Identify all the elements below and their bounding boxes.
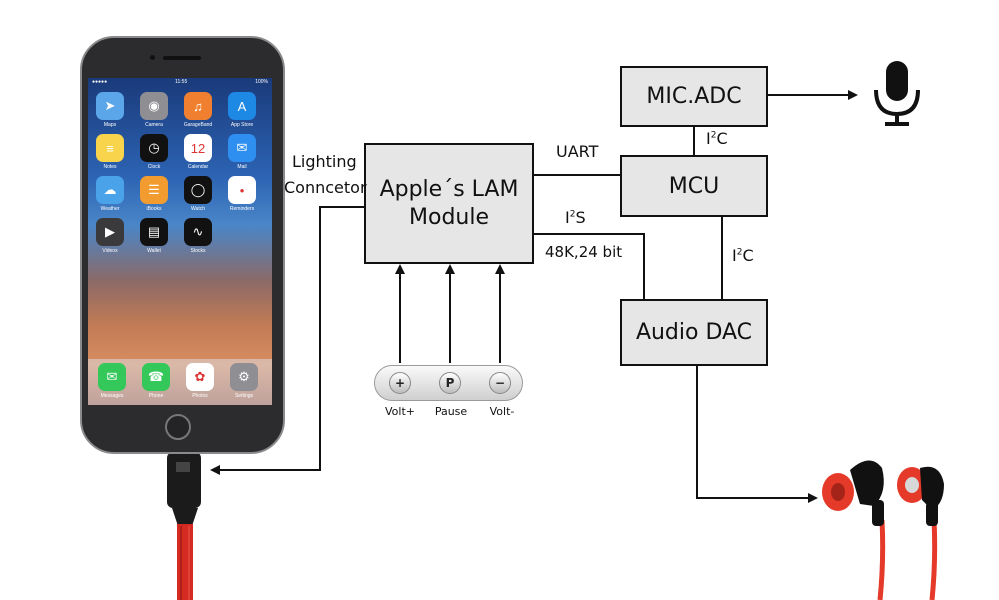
- volt-up-button[interactable]: +: [389, 372, 411, 394]
- app-store-icon: A: [228, 92, 256, 120]
- app-label: Wallet: [147, 248, 161, 254]
- app-label: Camera: [145, 122, 163, 128]
- app-settings[interactable]: ⚙ Settings: [228, 363, 260, 399]
- photos-icon: ✿: [186, 363, 214, 391]
- app-ibooks[interactable]: ☰ iBooks: [138, 176, 170, 212]
- app-maps[interactable]: ➤ Maps: [94, 92, 126, 128]
- app-label: iBooks: [146, 206, 162, 212]
- microphone-icon: [874, 89, 920, 126]
- mic-adc-label: MIC.ADC: [646, 84, 742, 109]
- app-garageband[interactable]: ♫ GarageBand: [182, 92, 214, 128]
- app-label: Watch: [191, 206, 205, 212]
- maps-icon: ➤: [96, 92, 124, 120]
- phone-icon: ☎: [142, 363, 170, 391]
- app-stocks[interactable]: ∿ Stocks: [182, 218, 214, 254]
- app-label: Weather: [100, 206, 120, 212]
- app-label: Maps: [103, 122, 117, 128]
- app-app-store[interactable]: A App Store: [226, 92, 258, 128]
- status-time: 11:55: [175, 79, 188, 85]
- app-weather[interactable]: ☁ Weather: [94, 176, 126, 212]
- ibooks-icon: ☰: [140, 176, 168, 204]
- earpiece-speaker: [163, 56, 201, 60]
- pause-button[interactable]: P: [439, 372, 461, 394]
- wire-i2s: [534, 233, 645, 300]
- mic-adc-box: MIC.ADC: [620, 66, 768, 127]
- app-label: Notes: [103, 164, 117, 170]
- battery-level: 100%: [255, 79, 268, 85]
- weather-icon: ☁: [96, 176, 124, 204]
- app-label: Mail: [237, 164, 247, 170]
- uart-label: UART: [556, 142, 599, 161]
- app-label: Clock: [147, 164, 161, 170]
- mcu-label: MCU: [668, 173, 720, 199]
- app-label: Videos: [102, 248, 118, 254]
- app-reminders[interactable]: • Reminders: [226, 176, 258, 212]
- app-clock[interactable]: ◷ Clock: [138, 134, 170, 170]
- volt-down-button[interactable]: −: [489, 372, 511, 394]
- app-label: Stocks: [190, 248, 206, 254]
- lam-module-line1: Apple´s LAM: [379, 176, 519, 202]
- phone-screen: ●●●●● 11:55 100% ➤ Maps ◉ Camera ♫ GarageBand…: [88, 78, 272, 405]
- app-watch[interactable]: ◯ Watch: [182, 176, 214, 212]
- app-label: Photos: [192, 393, 208, 399]
- i2s-label: I2S: [565, 208, 586, 227]
- i2c-top-label: I2C: [706, 129, 728, 148]
- app-camera[interactable]: ◉ Camera: [138, 92, 170, 128]
- camera-icon: ◉: [140, 92, 168, 120]
- signal-icon: ●●●●●: [92, 79, 108, 85]
- app-mail[interactable]: ✉ Mail: [226, 134, 258, 170]
- app-label: Reminders: [229, 206, 255, 212]
- sample-rate-label: 48K,24 bit: [545, 243, 623, 261]
- app-label: App Store: [230, 122, 254, 128]
- app-label: Phone: [148, 393, 164, 399]
- app-videos[interactable]: ▶ Videos: [94, 218, 126, 254]
- app-messages[interactable]: ✉ Messages: [96, 363, 128, 399]
- app-photos[interactable]: ✿ Photos: [184, 363, 216, 399]
- status-bar: ●●●●● 11:55 100%: [88, 78, 272, 88]
- wire-lam-to-phone: [210, 206, 364, 475]
- app-wallet[interactable]: ▤ Wallet: [138, 218, 170, 254]
- mcu-box: MCU: [620, 155, 768, 217]
- app-phone[interactable]: ☎ Phone: [140, 363, 172, 399]
- lam-module-line2: Module: [409, 204, 489, 230]
- notes-icon: ≡: [96, 134, 124, 162]
- connector-label: Conncetor: [284, 178, 367, 197]
- messages-icon: ✉: [98, 363, 126, 391]
- app-notes[interactable]: ≡ Notes: [94, 134, 126, 170]
- reminders-icon: •: [228, 176, 256, 204]
- app-label: Calendar: [187, 164, 209, 170]
- wire-to-earbuds: [696, 366, 818, 503]
- pause-label: Pause: [434, 405, 468, 418]
- videos-icon: ▶: [96, 218, 124, 246]
- i2c-bottom-label: I2C: [732, 246, 754, 265]
- garageband-icon: ♫: [184, 92, 212, 120]
- app-label: GarageBand: [183, 122, 213, 128]
- home-button[interactable]: [165, 414, 191, 440]
- volt-up-label: Volt+: [385, 405, 415, 418]
- mail-icon: ✉: [228, 134, 256, 162]
- lighting-label: Lighting: [292, 152, 357, 171]
- clock-icon: ◷: [140, 134, 168, 162]
- settings-icon: ⚙: [230, 363, 258, 391]
- dock: ✉ Messages ☎ Phone ✿ Photos ⚙ Settings: [88, 359, 272, 405]
- app-label: Settings: [234, 393, 254, 399]
- calendar-icon: 12: [184, 134, 212, 162]
- wallet-icon: ▤: [140, 218, 168, 246]
- earbuds-image: [822, 460, 944, 600]
- watch-icon: ◯: [184, 176, 212, 204]
- lam-module-box: Apple´s LAM Module: [364, 143, 534, 264]
- microphone-head-icon: [886, 61, 908, 101]
- audio-dac-label: Audio DAC: [635, 320, 753, 345]
- front-camera-icon: [150, 55, 155, 60]
- lightning-cable: [167, 452, 201, 600]
- audio-dac-box: Audio DAC: [620, 299, 768, 366]
- volt-down-label: Volt-: [489, 405, 515, 418]
- app-label: Messages: [100, 393, 124, 399]
- stocks-icon: ∿: [184, 218, 212, 246]
